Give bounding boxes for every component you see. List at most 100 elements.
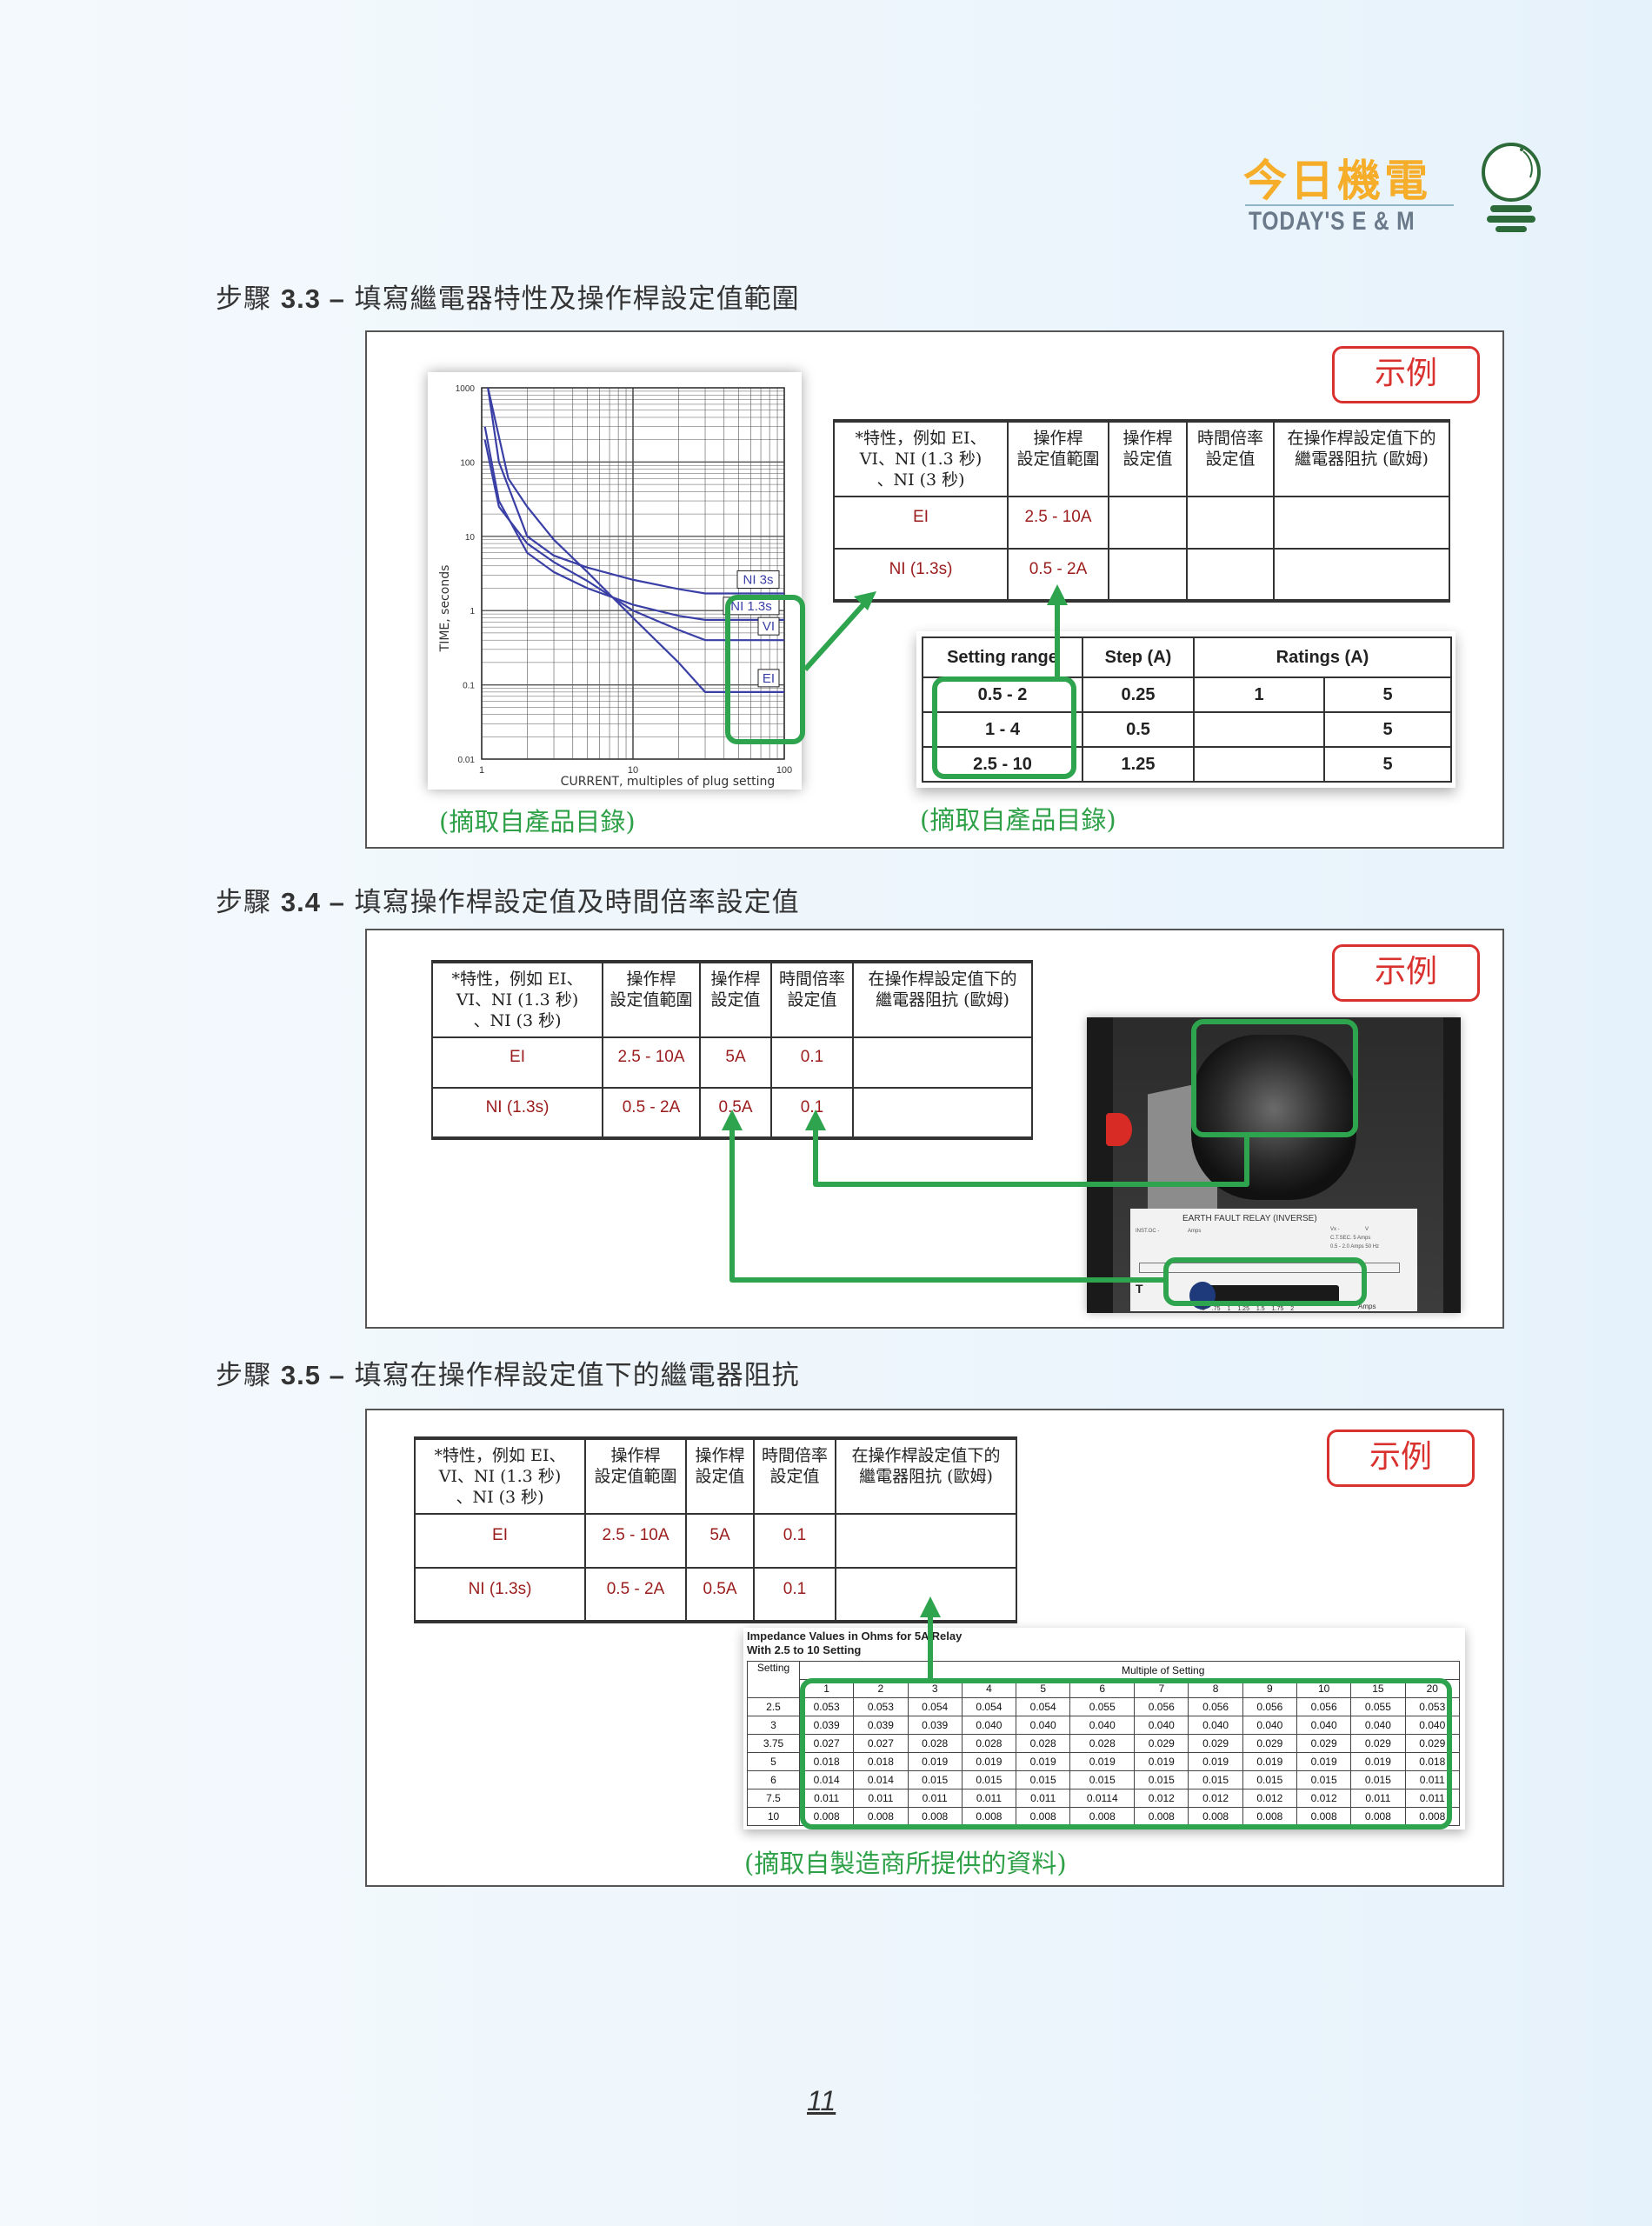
header-setting: 操作桿 設定值	[699, 961, 772, 1038]
cell-range: 2.5 - 10A	[602, 1036, 701, 1089]
header-range: 操作桿 設定值範圍	[1007, 420, 1109, 497]
step-3-4-form-table: *特性，例如 EI、 VI、NI (1.3 秒) 、NI (3 秒) 操作桿 設…	[431, 960, 1033, 1140]
imp-value-cell: 0.040	[1296, 1716, 1352, 1735]
logo-divider	[1245, 204, 1454, 206]
imp-value-cell: 0.018	[853, 1752, 909, 1771]
y-tick-label: 1000	[456, 384, 476, 394]
cell-impedance	[1273, 548, 1450, 602]
example-badge: 示例	[1332, 346, 1480, 403]
cell-setting: 0.5A	[685, 1567, 755, 1623]
imp-value-cell: 0.008	[1242, 1807, 1297, 1826]
imp-value-cell: 0.015	[1016, 1770, 1071, 1789]
imp-value-cell: 0.027	[798, 1734, 855, 1753]
curve-label: NI 1.3s	[730, 599, 772, 614]
impedance-subtitle: With 2.5 to 10 Setting	[747, 1643, 862, 1656]
cell-impedance	[835, 1567, 1017, 1623]
sr-cell: 0.25	[1082, 676, 1195, 713]
x-tick-label: 1	[479, 765, 484, 776]
imp-value-cell: 0.040	[1016, 1716, 1071, 1735]
cell-characteristic: NI (1.3s)	[414, 1567, 586, 1623]
y-axis-label: TIME, seconds	[438, 565, 452, 653]
header-tms: 時間倍率 設定值	[770, 961, 854, 1038]
cell-tms	[1186, 496, 1275, 550]
highlight-curve-labels	[725, 595, 805, 744]
x-tick-label: 10	[628, 765, 638, 776]
highlight-setting-range	[932, 676, 1076, 779]
cell-characteristic: NI (1.3s)	[431, 1087, 603, 1139]
curve-label-box	[736, 570, 780, 590]
logo: 今日機電 TODAY'S E & M	[1243, 130, 1541, 243]
curve-label-box	[757, 616, 780, 636]
imp-setting-cell: 3	[747, 1716, 800, 1735]
sr-cell: 1 - 4	[922, 711, 1083, 748]
sr-header: Setting range	[922, 636, 1083, 678]
sr-cell	[1193, 711, 1325, 748]
plot-frame	[481, 387, 785, 760]
table-row: NI (1.3s) 0.5 - 2A	[833, 548, 1450, 602]
source-note: (摘取自產品目錄)	[439, 807, 636, 836]
highlight-tms-dial	[1191, 1019, 1358, 1137]
source-note: (摘取自製造商所提供的資料)	[744, 1849, 1067, 1878]
form-header-row: *特性，例如 EI、 VI、NI (1.3 秒) 、NI (3 秒) 操作桿 設…	[833, 420, 1450, 497]
form-header-row: *特性，例如 EI、 VI、NI (1.3 秒) 、NI (3 秒) 操作桿 設…	[431, 961, 1033, 1038]
imp-value-cell: 0.039	[798, 1716, 855, 1735]
header-characteristic: *特性，例如 EI、 VI、NI (1.3 秒) 、NI (3 秒)	[431, 961, 603, 1038]
imp-value-cell: 0.029	[1296, 1734, 1352, 1753]
sr-cell: 0.5	[1082, 711, 1195, 748]
cell-setting	[1108, 496, 1188, 550]
cell-setting: 5A	[685, 1513, 755, 1569]
table-row: EI 2.5 - 10A	[833, 496, 1450, 550]
imp-value-cell: 0.018	[1404, 1752, 1461, 1771]
imp-setting-cell: 3.75	[747, 1734, 800, 1753]
sr-cell: 5	[1323, 746, 1452, 783]
table-row: 1 - 4 0.5 5	[922, 711, 1452, 748]
y-tick-label: 0.1	[463, 682, 475, 691]
cell-impedance	[835, 1513, 1017, 1569]
imp-value-cell: 0.008	[1016, 1807, 1071, 1826]
logo-chinese: 今日機電	[1243, 156, 1431, 206]
source-note: (摘取自產品目錄)	[920, 805, 1116, 835]
cell-tms: 0.1	[753, 1513, 836, 1569]
table-row: EI 2.5 - 10A 5A 0.1	[431, 1036, 1033, 1089]
imp-value-cell: 0.015	[1242, 1770, 1297, 1789]
table-row: EI 2.5 - 10A 5A 0.1	[414, 1513, 1017, 1569]
imp-value-cell: 0.039	[907, 1716, 963, 1735]
imp-value-cell: 0.054	[961, 1697, 1017, 1716]
page-number: 11	[807, 2085, 836, 2116]
imp-value-cell: 0.011	[1350, 1789, 1406, 1808]
cell-setting: 0.5A	[699, 1087, 772, 1139]
header-characteristic: *特性，例如 EI、 VI、NI (1.3 秒) 、NI (3 秒)	[414, 1437, 586, 1515]
curve-label: EI	[763, 671, 775, 686]
y-tick-label: 0.01	[458, 756, 476, 765]
sr-header: Step (A)	[1082, 636, 1195, 678]
cell-characteristic: EI	[833, 496, 1009, 550]
imp-value-cell: 0.011	[1404, 1789, 1461, 1808]
step-3-5-form-table: *特性，例如 EI、 VI、NI (1.3 秒) 、NI (3 秒) 操作桿 設…	[414, 1436, 1017, 1623]
step-3-3-form-table: *特性，例如 EI、 VI、NI (1.3 秒) 、NI (3 秒) 操作桿 設…	[833, 419, 1450, 603]
imp-value-cell: 0.029	[1404, 1734, 1461, 1753]
imp-header-row: Setting Multiple of Setting	[747, 1661, 1460, 1698]
highlight-plug-setting	[1163, 1257, 1367, 1306]
imp-setting-cell: 7.5	[747, 1789, 800, 1808]
curve-label-box	[757, 669, 780, 688]
step-3-3-heading: 步驟 3.3 – 填寫繼電器特性及操作桿設定值範圍	[216, 283, 800, 315]
curve-vi	[483, 439, 784, 642]
imp-value-cell: 0.056	[1188, 1697, 1243, 1716]
imp-value-cell: 0.015	[1069, 1770, 1136, 1789]
header-setting: 操作桿 設定值	[685, 1437, 755, 1515]
y-tick-label: 10	[465, 533, 476, 543]
cell-characteristic: NI (1.3s)	[833, 548, 1009, 602]
cell-range: 2.5 - 10A	[584, 1513, 687, 1569]
curve-label: NI 3s	[743, 573, 773, 588]
example-badge: 示例	[1327, 1430, 1475, 1487]
imp-value-cell: 0.019	[961, 1752, 1017, 1771]
impedance-table-box: Impedance Values in Ohms for 5A Relay Wi…	[743, 1628, 1465, 1829]
sr-header-row: Setting range Step (A) Ratings (A)	[922, 636, 1452, 678]
header-impedance: 在操作桿設定值下的 繼電器阻抗 (歐姆)	[1273, 420, 1450, 497]
imp-setting-cell: 10	[747, 1807, 800, 1826]
imp-value-cell: 0.028	[961, 1734, 1017, 1753]
